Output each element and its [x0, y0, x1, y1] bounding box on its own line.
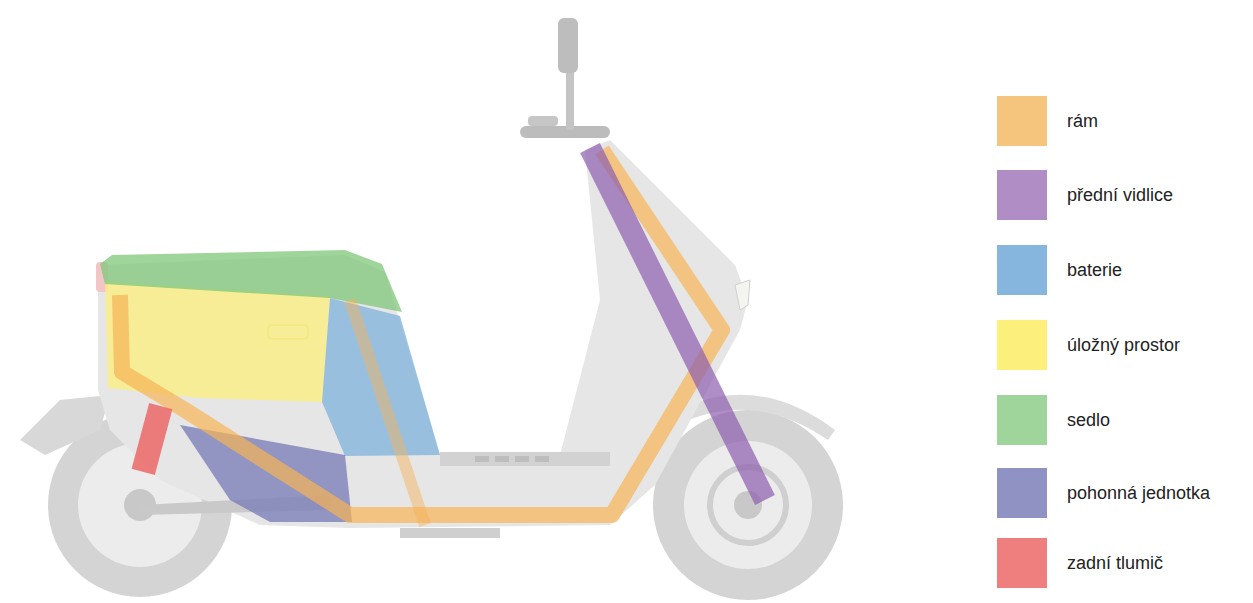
legend-label: sedlo	[1067, 410, 1110, 431]
vent	[495, 456, 509, 462]
legend-label: rám	[1067, 111, 1098, 132]
vent	[535, 456, 549, 462]
frame-band	[120, 150, 722, 515]
brake-lever	[528, 116, 558, 126]
mirror	[558, 18, 578, 73]
rear-shock-area	[132, 403, 173, 475]
part-overlays	[100, 148, 765, 525]
kickstand	[400, 528, 500, 538]
floorboard	[440, 452, 610, 466]
vent	[475, 456, 489, 462]
legend-swatch	[997, 538, 1047, 588]
legend-item: sedlo	[997, 395, 1110, 445]
legend-item: pohonná jednotka	[997, 468, 1210, 518]
legend-swatch	[997, 245, 1047, 295]
legend-label: přední vidlice	[1067, 185, 1173, 206]
legend-item: zadní tlumič	[997, 538, 1163, 588]
front-fork-band	[590, 148, 765, 500]
scooter-body	[20, 18, 843, 600]
legend-item: rám	[997, 96, 1098, 146]
legend-swatch	[997, 170, 1047, 220]
legend-item: baterie	[997, 245, 1122, 295]
legend-item: přední vidlice	[997, 170, 1173, 220]
legend-label: zadní tlumič	[1067, 553, 1163, 574]
handlebar	[520, 126, 610, 138]
legend-label: úložný prostor	[1067, 335, 1180, 356]
legend-swatch	[997, 468, 1047, 518]
legend-label: pohonná jednotka	[1067, 483, 1210, 504]
vent	[515, 456, 529, 462]
legend-swatch	[997, 395, 1047, 445]
frame-band	[350, 300, 425, 525]
legend-swatch	[997, 320, 1047, 370]
rear-fender	[20, 395, 110, 455]
headlight	[735, 280, 750, 310]
front-tire	[653, 410, 843, 600]
legend-label: baterie	[1067, 260, 1122, 281]
scooter-shell	[98, 140, 748, 528]
legend-item: úložný prostor	[997, 320, 1180, 370]
legend-swatch	[997, 96, 1047, 146]
